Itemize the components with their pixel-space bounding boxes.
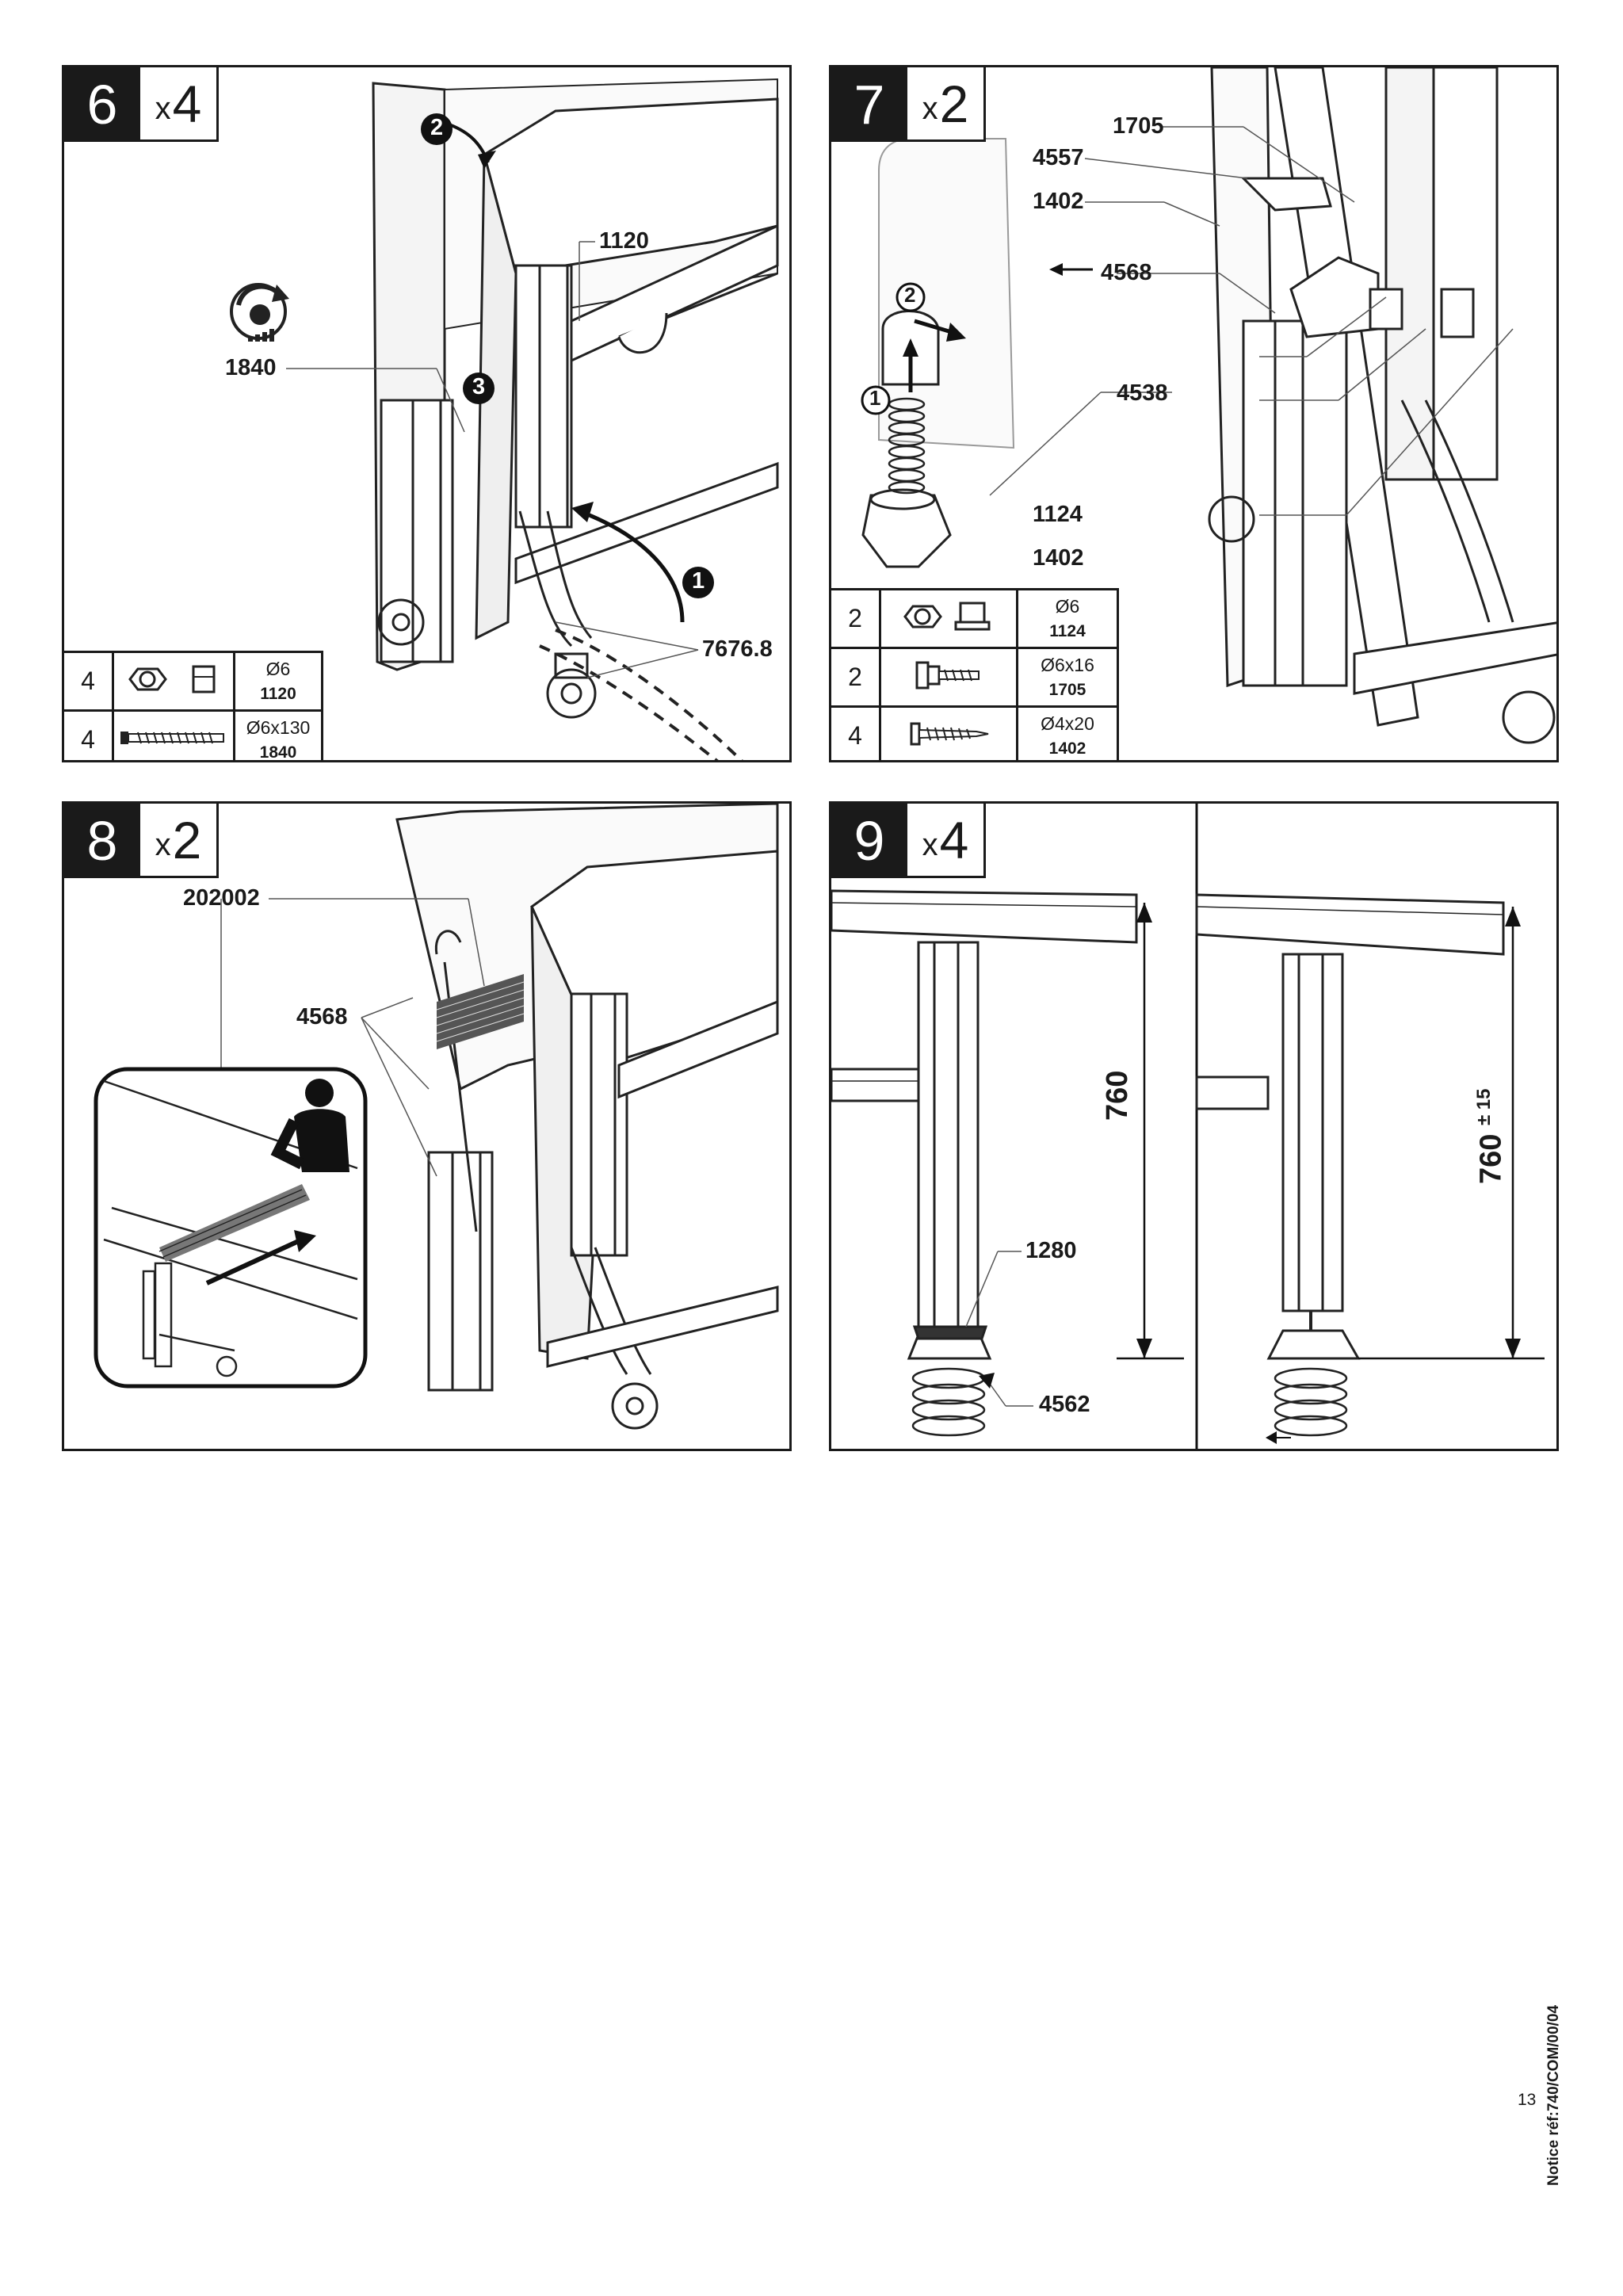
callout-4568: 4568 xyxy=(296,1004,348,1030)
step-7-illustration xyxy=(861,67,1556,744)
step-number: 9 xyxy=(831,804,907,878)
long-screw-icon xyxy=(120,732,224,744)
step-6-illustration xyxy=(230,78,779,760)
step-8-illustration xyxy=(94,804,779,1430)
step-number: 7 xyxy=(831,67,907,142)
callout-4562: 4562 xyxy=(1039,1392,1090,1417)
callout-1705: 1705 xyxy=(1113,113,1164,139)
callout-1120: 1120 xyxy=(599,228,649,254)
marker-2: 2 xyxy=(904,283,916,307)
callout-4568: 4568 xyxy=(1101,260,1152,285)
dimension-760-left: 760 xyxy=(1101,1070,1134,1121)
callout-1402-lower: 1402 xyxy=(1033,545,1084,571)
callout-1840: 1840 xyxy=(225,355,277,380)
wood-screw-icon xyxy=(910,722,989,746)
callout-1280: 1280 xyxy=(1025,1238,1077,1263)
net-install-inset xyxy=(94,1067,368,1389)
person-icon xyxy=(270,1079,349,1172)
marker-3: 3 xyxy=(472,374,486,399)
page-number: 13 xyxy=(1518,2091,1537,2109)
callout-7676-8: 7676.8 xyxy=(702,636,773,662)
callout-4557: 4557 xyxy=(1033,145,1084,170)
callout-4538: 4538 xyxy=(1117,380,1168,406)
tolerance: ± 15 xyxy=(1473,1088,1495,1126)
callout-202002: 202002 xyxy=(183,885,260,911)
step-number: 6 xyxy=(64,67,140,142)
bolt-icon xyxy=(915,661,980,690)
step-number: 8 xyxy=(64,804,140,878)
drill-icon xyxy=(230,283,289,342)
flange-nut-icon xyxy=(903,602,991,631)
callout-1402: 1402 xyxy=(1033,189,1084,214)
marker-1: 1 xyxy=(692,568,705,594)
marker-2: 2 xyxy=(430,115,444,140)
callout-1124: 1124 xyxy=(1033,502,1083,527)
notice-reference: Notice réf:740/COM/00/04 xyxy=(1545,2004,1562,2186)
dimension-760-right: 760 ± 15 xyxy=(1473,1088,1508,1184)
step-9-illustration xyxy=(831,804,1545,1449)
net-mesh xyxy=(436,974,525,1049)
nut-icon xyxy=(128,665,216,693)
marker-1: 1 xyxy=(869,386,881,410)
